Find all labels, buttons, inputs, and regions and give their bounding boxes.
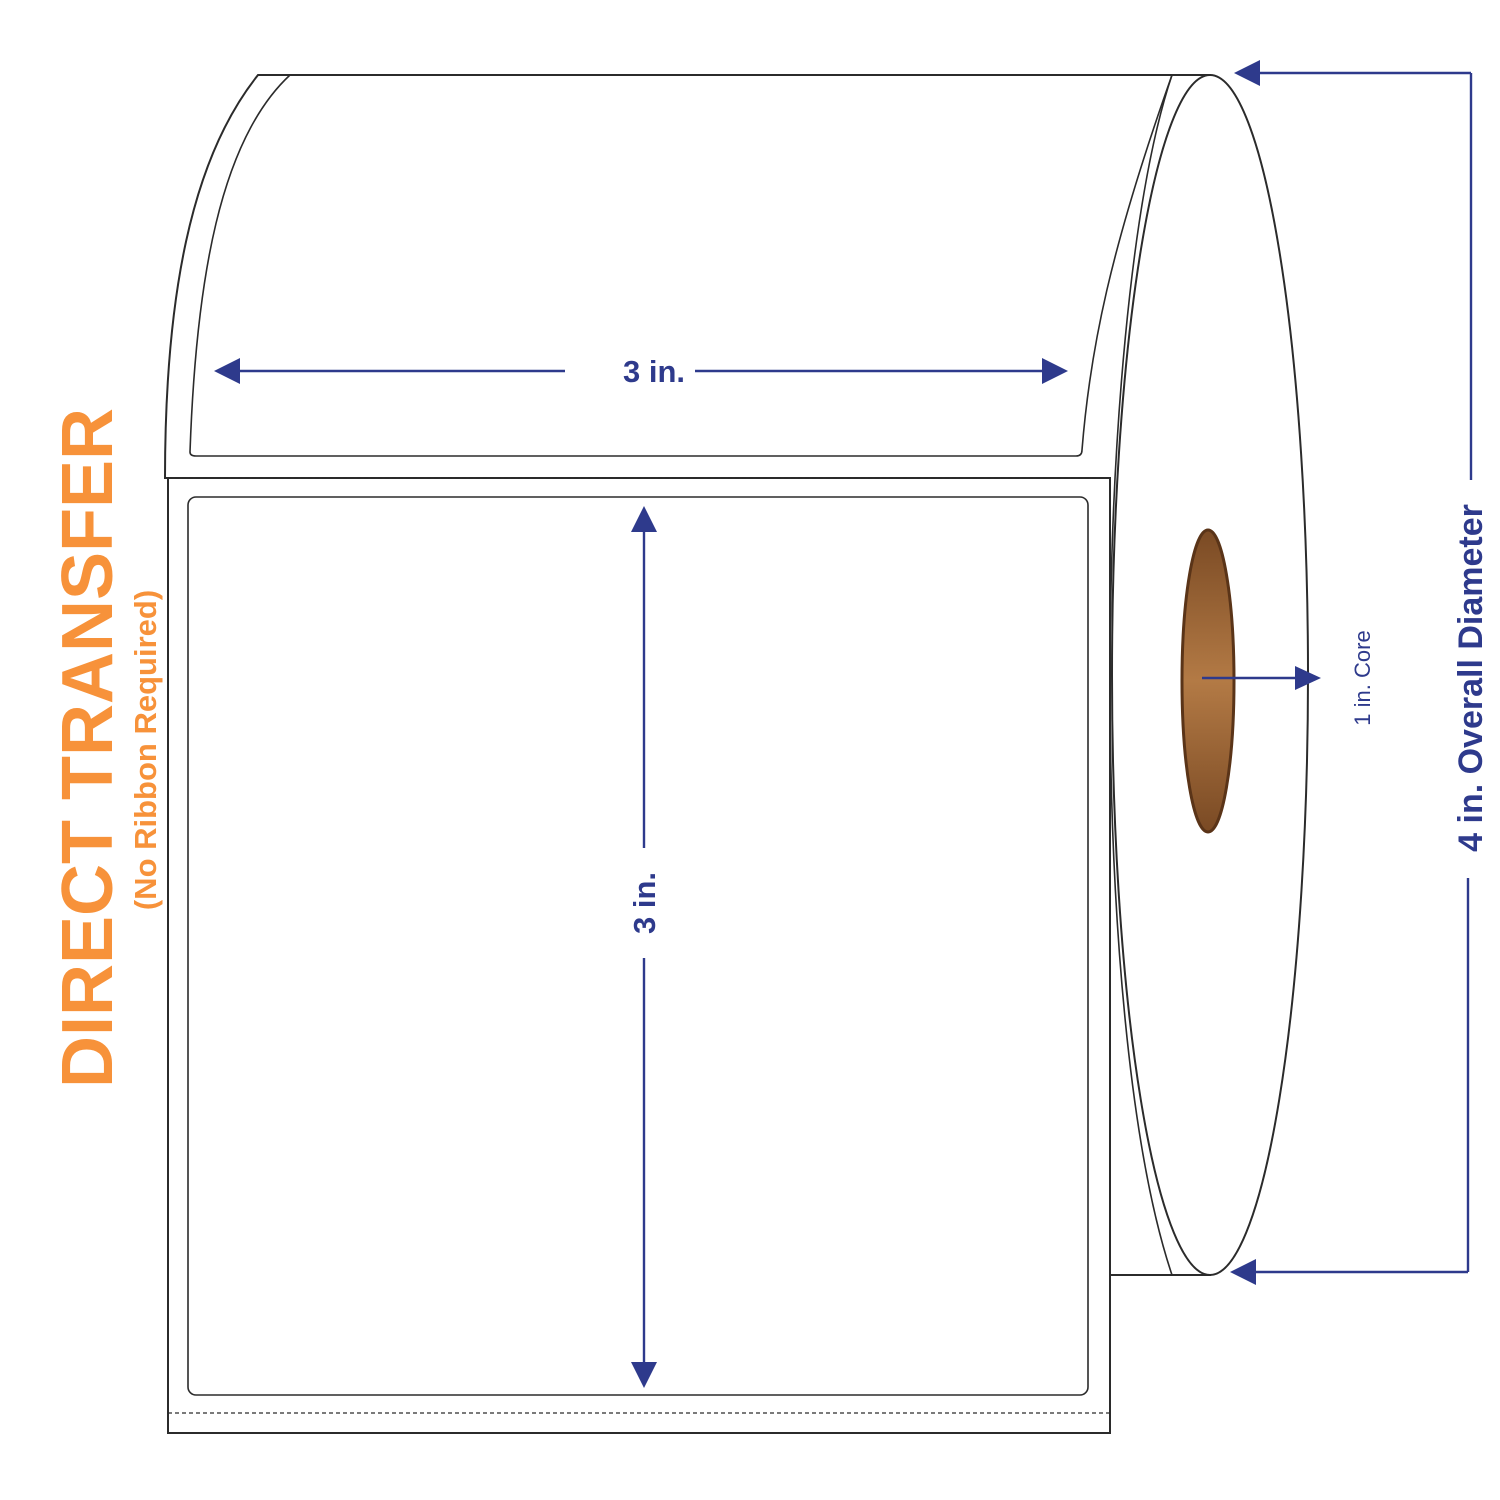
- roll-top-surface: [163, 74, 1211, 1276]
- roll-top-label-edge: [189, 74, 1173, 457]
- roll-side: [1109, 74, 1309, 1276]
- diameter-dimension: 4 in. Overall Diameter: [1230, 60, 1490, 1285]
- core-arrowhead: [1295, 666, 1321, 690]
- height-label: 3 in.: [627, 872, 662, 934]
- height-dimension: 3 in.: [627, 506, 662, 1388]
- width-dimension: 3 in.: [214, 354, 1068, 389]
- width-arrowhead-right: [1042, 358, 1068, 384]
- diameter-arrowhead-top: [1234, 60, 1260, 86]
- title-main: DIRECT TRANSFER: [48, 408, 128, 1088]
- roll-inner-curve: [189, 74, 291, 453]
- width-label: 3 in.: [623, 354, 685, 389]
- core-dimension: 1 in. Core: [1202, 630, 1375, 726]
- height-arrowhead-bottom: [631, 1362, 657, 1388]
- title-sub: (No Ribbon Required): [128, 590, 163, 910]
- label-strip: [167, 477, 1111, 1434]
- core-tube: [1180, 528, 1236, 834]
- diameter-arrowhead-bottom: [1230, 1259, 1256, 1285]
- label-front: [187, 496, 1089, 1396]
- core-label: 1 in. Core: [1350, 630, 1375, 725]
- width-arrowhead-left: [214, 358, 240, 384]
- liner-strip: [167, 477, 1111, 1434]
- roll-body: [163, 74, 1211, 1276]
- diameter-label: 4 in. Overall Diameter: [1452, 504, 1490, 852]
- title-block: DIRECT TRANSFER (No Ribbon Required): [48, 408, 163, 1088]
- height-arrowhead-top: [631, 506, 657, 532]
